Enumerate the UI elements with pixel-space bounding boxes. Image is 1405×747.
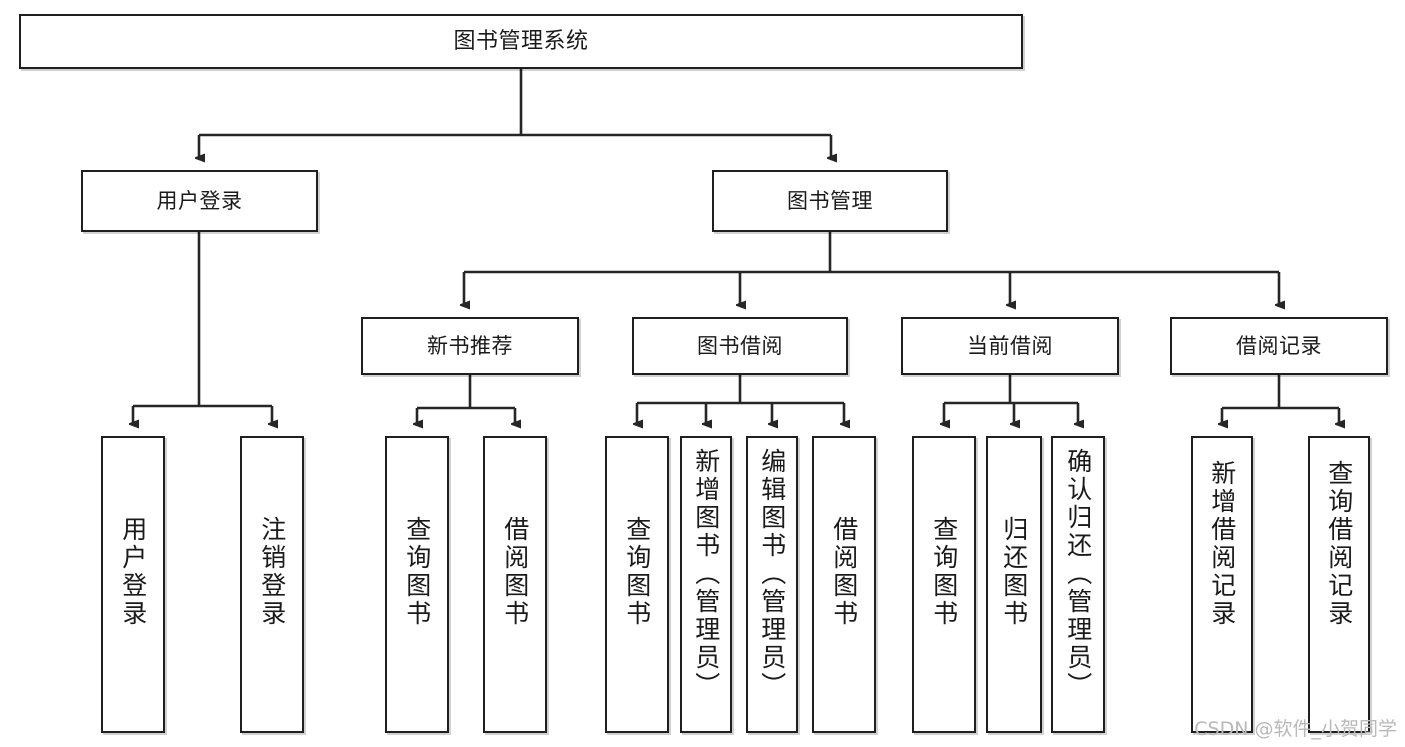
- node-leaf-borrow-book-2[interactable]: 借阅图书: [812, 436, 876, 733]
- node-label: 新增图书（管理员）: [691, 448, 721, 700]
- node-label: 借阅图书: [500, 516, 530, 628]
- node-leaf-add-borrow-record[interactable]: 新增借阅记录: [1191, 436, 1253, 733]
- node-leaf-logout-login[interactable]: 注销登录: [240, 436, 304, 733]
- node-label: 用户登录: [156, 188, 243, 213]
- node-leaf-confirm-return-admin[interactable]: 确认归还（管理员）: [1051, 436, 1105, 733]
- node-label: 查询图书: [622, 516, 652, 628]
- node-label: 查询借阅记录: [1324, 460, 1354, 628]
- node-leaf-borrow-book-1[interactable]: 借阅图书: [483, 436, 547, 733]
- node-leaf-query-book-2[interactable]: 查询图书: [605, 436, 669, 733]
- node-label: 查询图书: [929, 516, 959, 628]
- node-leaf-edit-book-admin[interactable]: 编辑图书（管理员）: [746, 436, 798, 733]
- node-user-login[interactable]: 用户登录: [81, 170, 318, 232]
- node-label: 确认归还（管理员）: [1063, 448, 1093, 700]
- node-label: 查询图书: [402, 516, 432, 628]
- node-leaf-return-book[interactable]: 归还图书: [986, 436, 1042, 733]
- node-leaf-query-book-3[interactable]: 查询图书: [912, 436, 976, 733]
- node-leaf-query-borrow-record[interactable]: 查询借阅记录: [1308, 436, 1370, 733]
- node-label: 新增借阅记录: [1207, 460, 1237, 628]
- node-label: 图书管理: [787, 188, 873, 213]
- node-label: 借阅图书: [829, 516, 859, 628]
- node-current-borrow[interactable]: 当前借阅: [901, 317, 1119, 375]
- node-label: 用户登录: [118, 516, 148, 628]
- node-label: 借阅记录: [1236, 333, 1322, 358]
- node-book-management[interactable]: 图书管理: [712, 170, 948, 232]
- node-book-borrow[interactable]: 图书借阅: [632, 317, 848, 375]
- node-borrow-record[interactable]: 借阅记录: [1170, 317, 1388, 375]
- node-leaf-query-book-1[interactable]: 查询图书: [385, 436, 449, 733]
- node-label: 归还图书: [999, 516, 1029, 628]
- node-leaf-user-login[interactable]: 用户登录: [101, 436, 165, 733]
- node-label: 注销登录: [257, 516, 287, 628]
- node-leaf-add-book-admin[interactable]: 新增图书（管理员）: [680, 436, 732, 733]
- node-label: 当前借阅: [967, 333, 1053, 358]
- node-label: 图书借阅: [697, 333, 783, 358]
- node-label: 新书推荐: [427, 333, 513, 358]
- csdn-watermark: CSDN @软件_小贺同学: [1194, 718, 1397, 740]
- node-root-system[interactable]: 图书管理系统: [19, 14, 1023, 69]
- node-label: 编辑图书（管理员）: [757, 448, 787, 700]
- node-new-book-recommend[interactable]: 新书推荐: [361, 317, 579, 375]
- node-label: 图书管理系统: [453, 28, 589, 54]
